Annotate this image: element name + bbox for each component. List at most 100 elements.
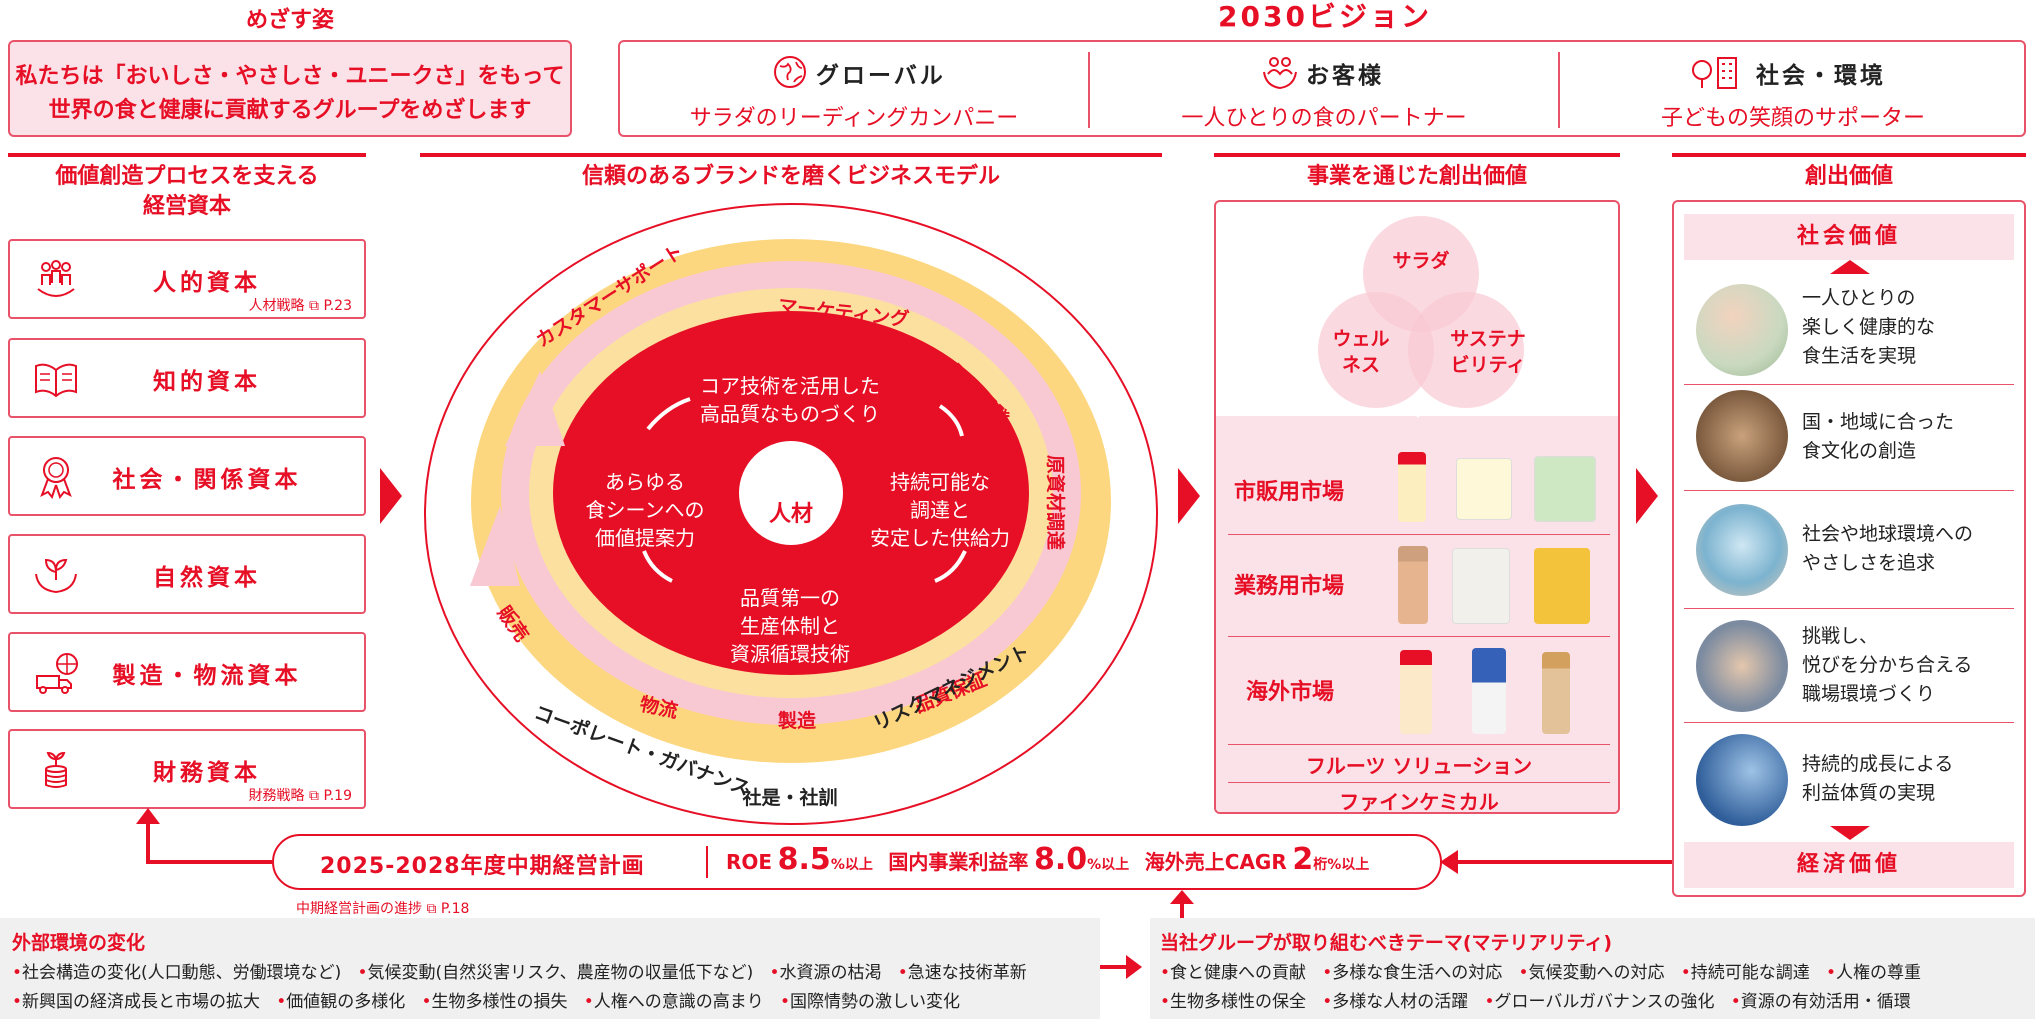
venn-sust-2: ビリティ (1450, 354, 1526, 376)
market-foodservice: 業務用市場 (1234, 574, 1345, 599)
truck-globe-icon (36, 653, 78, 694)
social-arrow-up (1830, 260, 1870, 274)
market-sep-1 (1228, 534, 1610, 535)
kpi-dom-value: 8.0 (1034, 842, 1088, 877)
aim-line2: 世界の食と健康に貢献するグループをめざします (48, 98, 532, 123)
venn-diagram (1318, 216, 1524, 408)
market-retail: 市販用市場 (1234, 480, 1345, 505)
materiality-item: 多様な食生活への対応 (1332, 963, 1503, 983)
value-sep-1 (1684, 384, 2014, 385)
model-inner-top-2: 高品質なものづくり (700, 402, 880, 426)
capital-social-label: 社会・関係資本 (112, 467, 302, 493)
capital-financial-ref[interactable]: 財務戦略 ⧉ P.19 (248, 788, 352, 804)
value-item-1: 一人ひとりの 楽しく健康的な 食生活を実現 (1802, 284, 2035, 371)
capital-human-ref[interactable]: 人材戦略 ⧉ P.23 (248, 298, 352, 314)
venn-sust-1: サステナ (1450, 328, 1526, 350)
value-image-woman-salad (1696, 284, 1788, 376)
venn-wellness-1: ウェル (1332, 328, 1390, 350)
medal-icon (40, 457, 72, 500)
product-blue-mayo (1472, 648, 1506, 734)
capitals-heading-2: 経営資本 (142, 194, 231, 219)
materiality-row-1: •食と健康への貢献 •多様な食生活への対応 •気候変動への対応 •持続可能な調達… (1160, 963, 1922, 983)
aim-line1: 私たちは「おいしさ・やさしさ・ユニークさ」をもって (15, 64, 565, 89)
arrow-value-to-created (1636, 468, 1658, 524)
env-row-1: •社会構造の変化(人口動態、労働環境など) •気候変動(自然災害リスク、農産物の… (12, 963, 1027, 983)
capital-social: 社会・関係資本 (8, 436, 366, 516)
market-sep-2 (1228, 636, 1610, 637)
business-model-diagram (424, 203, 1158, 825)
env-item: 人権への意識の高まり (593, 992, 764, 1012)
env-item: 急速な技術革新 (907, 963, 1027, 983)
ring-label-procurement: 原資材調達 (1044, 455, 1066, 551)
vision-society-title: 社会・環境 (1756, 63, 1886, 89)
plan-pill (272, 834, 1442, 890)
vision-society-desc: 子どもの笑顔のサポーター (1660, 106, 1925, 131)
ring-arrow-left (505, 371, 565, 446)
kpi-roe-value: 8.5 (777, 842, 831, 877)
materiality-item: グローバルガバナンスの強化 (1494, 992, 1715, 1012)
model-base-label: 社是・社訓 (742, 787, 838, 809)
materiality-item: 資源の有効活用・循環 (1740, 992, 1911, 1012)
venn-pointer (1404, 402, 1432, 418)
value-item-2-l2: 食文化の創造 (1802, 440, 1917, 462)
materiality-item: 気候変動への対応 (1528, 963, 1665, 983)
model-inner-bottom-3: 資源循環技術 (730, 642, 850, 666)
model-rule (420, 153, 1162, 157)
product-salad-pack (1534, 456, 1596, 522)
vision-box: グローバル サラダのリーディングカンパニー お客様 一人ひとりの食のパートナー … (618, 40, 2026, 137)
plan-right-arrowhead (1440, 850, 1458, 874)
env-item: 気候変動(自然災害リスク、農産物の収量低下など) (367, 963, 754, 983)
venn-wellness: ウェル ネス (1316, 326, 1406, 378)
capital-manufacturing-label: 製造・物流資本 (112, 663, 302, 689)
value-item-3: 社会や地球環境への やさしさを追求 (1802, 520, 2035, 578)
value-image-growth-chart (1696, 734, 1788, 826)
kpi-roe-unit: %以上 (830, 857, 873, 873)
vision-item-global: グローバル サラダのリーディングカンパニー (620, 42, 1088, 137)
model-center-label: 人材 (768, 502, 813, 527)
model-heading: 信頼のあるブランドを磨くビジネスモデル (581, 164, 1000, 189)
created-heading: 創出価値 (1804, 164, 1893, 189)
value-item-3-l1: 社会や地球環境への (1802, 523, 1974, 545)
value-item-1-l2: 楽しく健康的な (1802, 316, 1936, 338)
product-kewpie-usa (1400, 650, 1432, 734)
vision-divider-2 (1558, 52, 1560, 128)
model-inner-left-2: 食シーンへの (585, 498, 705, 522)
plan-right-line (1456, 860, 1672, 864)
capital-natural-label: 自然資本 (153, 565, 261, 591)
value-image-team-hands (1696, 620, 1788, 712)
value-item-5-l2: 利益体質の実現 (1802, 782, 1936, 804)
capital-human: 人的資本 人材戦略 ⧉ P.23 (8, 239, 366, 319)
plan-progress-link[interactable]: 中期経営計画の進捗 ⧉ P.18 (296, 901, 470, 917)
model-inner-right-1: 持続可能な (890, 470, 990, 494)
env-panel (0, 918, 1100, 1019)
value-item-4-l3: 職場環境づくり (1802, 683, 1936, 705)
cycle-arrow-1 (646, 397, 691, 431)
model-inner-right-2: 調達と (910, 498, 970, 522)
value-sep-2 (1684, 490, 2014, 491)
venn-salad: サラダ (1392, 250, 1450, 272)
vision-global-desc: サラダのリーディングカンパニー (689, 106, 1019, 131)
materiality-up-arrowhead (1170, 890, 1194, 904)
kpi-ovs-value: 2 (1292, 842, 1314, 877)
materiality-panel (1150, 918, 2035, 1019)
env-item: 新興国の経済成長と市場の拡大 (22, 992, 261, 1012)
model-inner-bottom: 品質第一の 生産体制と 資源循環技術 (680, 584, 900, 668)
model-inner-bottom-1: 品質第一の (740, 586, 840, 610)
cycle-arrow-4 (642, 550, 673, 583)
value-item-2-l1: 国・地域に合った (1802, 411, 1955, 433)
value-heading: 事業を通じた創出価値 (1306, 164, 1527, 189)
kpi-ovs-unit: 桁%以上 (1313, 857, 1370, 873)
vision-customer-title: お客様 (1306, 63, 1384, 89)
env-heading: 外部環境の変化 (12, 932, 146, 954)
materiality-item: 生物多様性の保全 (1170, 992, 1307, 1012)
product-tartar-pack (1452, 548, 1510, 624)
value-item-4-l1: 挑戦し、 (1802, 625, 1879, 647)
materiality-item: 人権の尊重 (1836, 963, 1922, 983)
social-value-band: 社会価値 (1684, 214, 2014, 260)
globe-icon (774, 56, 806, 88)
product-dressing-pack (1456, 458, 1512, 520)
value-sep-3 (1684, 608, 2014, 609)
venn-wellness-2: ネス (1341, 354, 1380, 376)
materiality-item: 多様な人材の活躍 (1332, 992, 1469, 1012)
ring-arrow-lower (470, 506, 520, 586)
